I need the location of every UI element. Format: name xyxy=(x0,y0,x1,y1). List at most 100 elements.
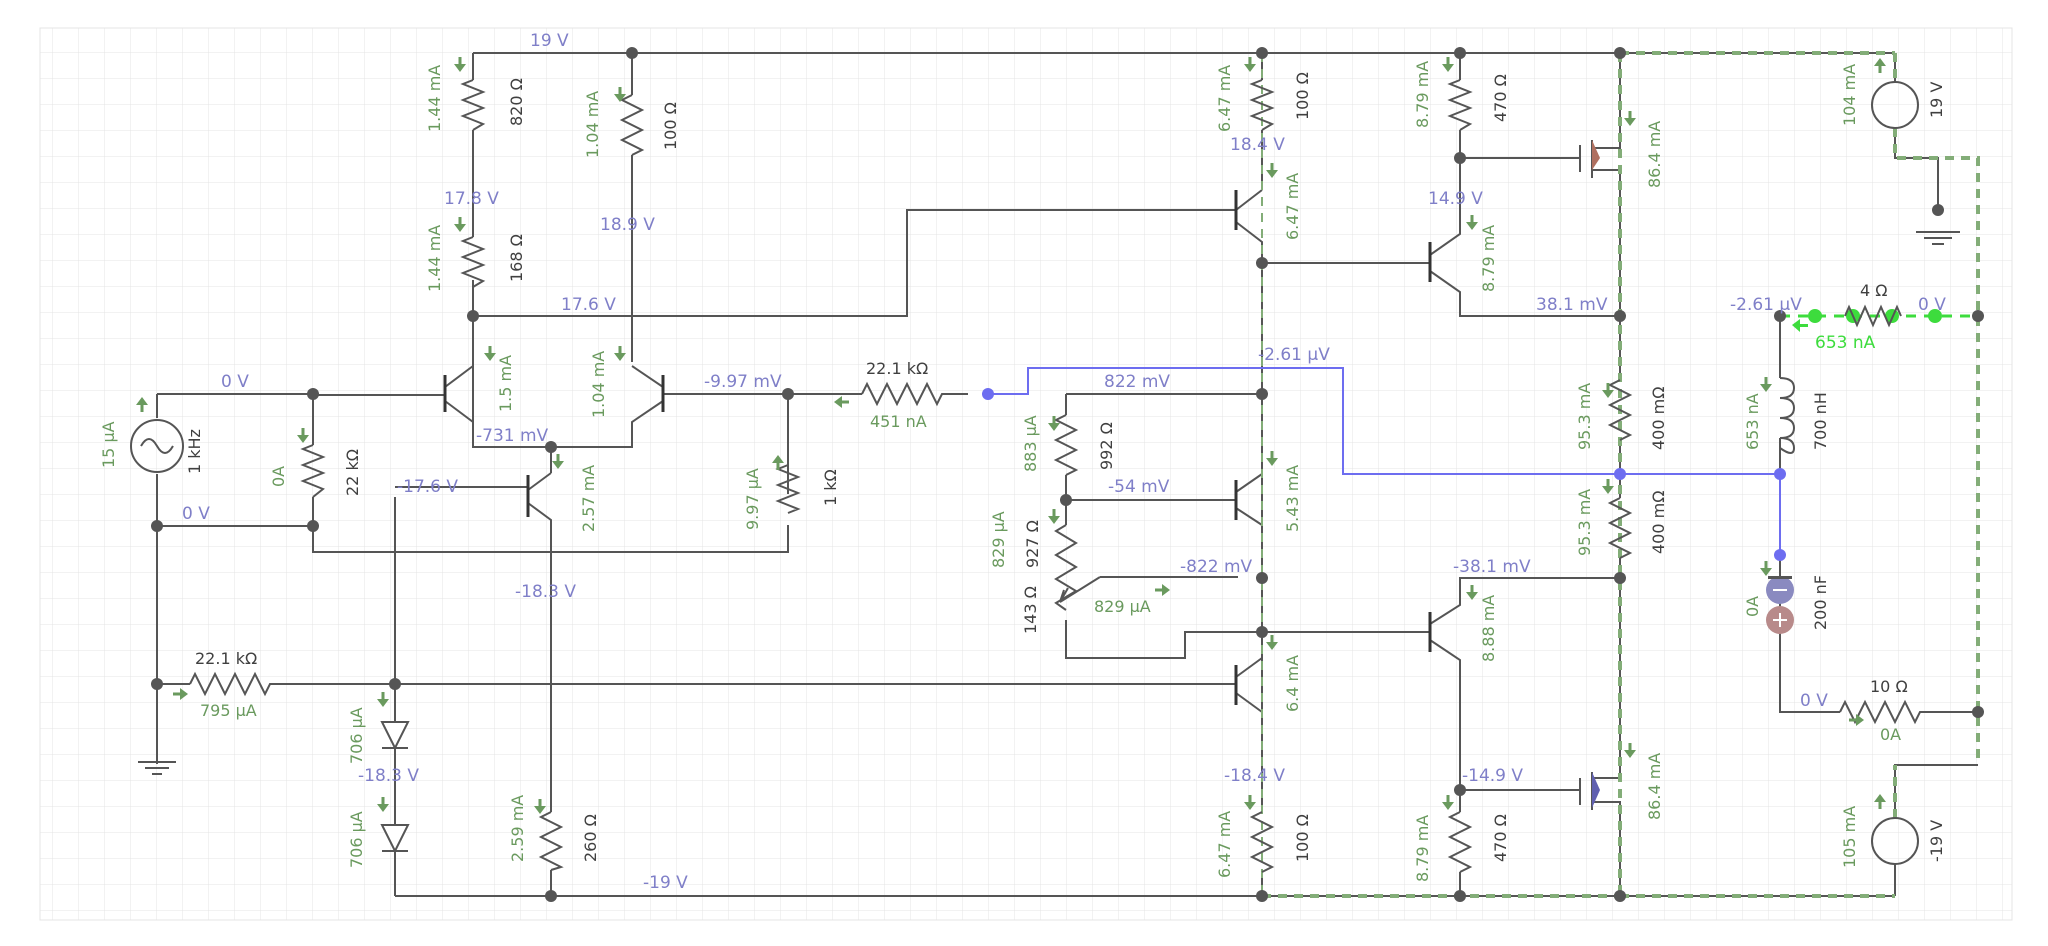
component-value: 1 kHz xyxy=(185,429,204,474)
current-label: 1.5 mA xyxy=(496,355,515,412)
current-label: 0A xyxy=(1743,596,1762,617)
current-label: 9.97 µA xyxy=(743,468,762,530)
component-value: 260 Ω xyxy=(581,814,600,862)
voltage-label: -18.3 V xyxy=(358,766,419,786)
voltage-label: -731 mV xyxy=(476,426,549,446)
diode-1 xyxy=(380,721,410,751)
dc-source-positive xyxy=(1871,81,1919,129)
current-label: 6.47 mA xyxy=(1215,811,1234,878)
voltage-label: 0 V xyxy=(1918,295,1946,315)
voltage-label: 0 V xyxy=(1800,691,1828,711)
component-value: 470 Ω xyxy=(1491,814,1510,862)
capacitor xyxy=(1766,576,1794,634)
current-label: 6.4 mA xyxy=(1283,655,1302,712)
current-label: 1.44 mA xyxy=(425,225,444,292)
component-value: 22.1 kΩ xyxy=(866,359,928,378)
component-value: 168 Ω xyxy=(507,234,526,282)
dc-source-negative xyxy=(1871,817,1919,865)
junction-dots xyxy=(151,47,1984,902)
component-value: 400 mΩ xyxy=(1649,491,1668,554)
components xyxy=(130,79,1935,873)
current-labels: 1.44 mA 1.44 mA 1.04 mA 1.5 mA 1.04 mA 2… xyxy=(99,61,1901,882)
voltage-label: 17.8 V xyxy=(444,189,499,209)
component-value: 22.1 kΩ xyxy=(195,649,257,668)
current-label: 653 nA xyxy=(1815,333,1876,353)
voltage-label: 14.9 V xyxy=(1428,189,1483,209)
voltage-label: 822 mV xyxy=(1104,372,1170,392)
component-value: -19 V xyxy=(1927,820,1946,862)
current-label: 1.44 mA xyxy=(425,65,444,132)
component-value: 200 nF xyxy=(1811,575,1830,630)
transistor-bases xyxy=(443,190,1432,705)
component-value: 400 mΩ xyxy=(1649,387,1668,450)
current-label: 105 mA xyxy=(1840,806,1859,868)
resistor-4 xyxy=(1844,304,1902,328)
current-label: 8.79 mA xyxy=(1479,225,1498,292)
component-value: 700 nH xyxy=(1811,392,1830,450)
component-value: 1 kΩ xyxy=(821,469,840,506)
resistor-22k1-feedback xyxy=(861,381,968,407)
resistor-1k xyxy=(775,464,801,514)
resistor-992 xyxy=(1053,414,1079,476)
current-label: 95.3 mA xyxy=(1575,383,1594,450)
current-label: 1.04 mA xyxy=(589,351,608,418)
component-value: 19 V xyxy=(1927,82,1946,118)
component-value: 470 Ω xyxy=(1491,74,1510,122)
component-value: 100 Ω xyxy=(1293,814,1312,862)
voltage-labels: 19 V 17.8 V 17.6 V 18.9 V 0 V 0 V -731 m… xyxy=(182,31,1946,893)
voltage-label: -14.9 V xyxy=(1462,766,1523,786)
resistor-22k1-input xyxy=(189,671,290,697)
current-label: 795 µA xyxy=(200,701,257,720)
current-label: 5.43 mA xyxy=(1283,465,1302,532)
voltage-label: -18.4 V xyxy=(1224,766,1285,786)
current-label: 883 µA xyxy=(1021,415,1040,472)
highlight-dots xyxy=(982,388,1786,561)
component-value: 927 Ω xyxy=(1023,520,1042,568)
highlight-current-arrow xyxy=(1792,319,1808,332)
component-value: 4 Ω xyxy=(1860,281,1888,300)
voltage-label: -9.97 mV xyxy=(704,372,782,392)
voltage-label: 38.1 mV xyxy=(1536,295,1608,315)
current-label: 451 nA xyxy=(870,412,927,431)
current-label: 8.79 mA xyxy=(1413,815,1432,882)
voltage-label: 0 V xyxy=(221,372,249,392)
voltage-label: -38.1 mV xyxy=(1453,557,1531,577)
current-label: 829 µA xyxy=(1094,597,1151,616)
current-label: 0A xyxy=(1880,725,1901,744)
inductor xyxy=(1779,377,1796,454)
voltage-label: 19 V xyxy=(530,31,569,51)
resistor-10 xyxy=(1839,699,1935,725)
voltage-label: -17.6 V xyxy=(397,477,458,497)
ac-source xyxy=(130,419,184,473)
component-value: 100 Ω xyxy=(1293,72,1312,120)
resistor-470-b xyxy=(1447,811,1473,873)
current-label: 6.47 mA xyxy=(1215,65,1234,132)
diode-2 xyxy=(380,824,410,854)
resistor-100-c xyxy=(1249,811,1275,873)
resistor-168 xyxy=(460,236,486,288)
resistor-100-a xyxy=(619,94,645,156)
voltage-label: -822 mV xyxy=(1180,557,1253,577)
component-value: 100 Ω xyxy=(661,102,680,150)
component-labels: 820 Ω 168 Ω 100 Ω 22 kΩ 1 kHz 22.1 kΩ 22… xyxy=(185,72,1946,862)
current-label: 104 mA xyxy=(1840,64,1859,126)
component-value: 143 Ω xyxy=(1021,586,1040,634)
current-label: 95.3 mA xyxy=(1575,489,1594,556)
current-label: 706 µA xyxy=(347,811,366,868)
voltage-label: -18.3 V xyxy=(515,582,576,602)
voltage-label: 0 V xyxy=(182,504,210,524)
current-label: 86.4 mA xyxy=(1645,121,1664,188)
current-label: 2.57 mA xyxy=(579,465,598,532)
voltage-label: 18.4 V xyxy=(1230,135,1285,155)
mosfet-bottom-tint xyxy=(1592,772,1600,808)
resistor-820 xyxy=(460,79,486,131)
current-label: 6.47 mA xyxy=(1283,173,1302,240)
voltage-label: 17.6 V xyxy=(561,295,616,315)
voltage-label: -54 mV xyxy=(1108,477,1170,497)
voltage-label: -2.61 µV xyxy=(1258,345,1330,365)
highlighted-net xyxy=(988,367,1781,555)
voltage-label: -19 V xyxy=(643,873,688,893)
resistor-470-a xyxy=(1447,79,1473,131)
component-value: 10 Ω xyxy=(1870,677,1908,696)
